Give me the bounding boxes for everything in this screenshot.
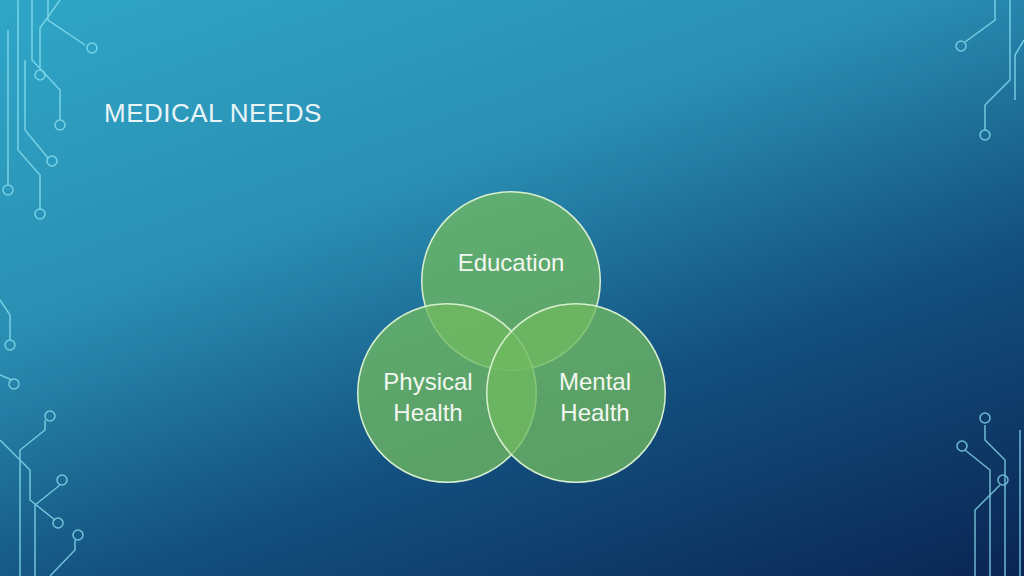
circle-outline [487,304,666,483]
circle-label: Education [446,247,576,278]
circle-label: Physical Health [363,366,493,428]
venn-circle: Mental Health [486,303,666,483]
circle-label: Mental Health [530,366,660,428]
slide-title: MEDICAL NEEDS [104,98,322,129]
